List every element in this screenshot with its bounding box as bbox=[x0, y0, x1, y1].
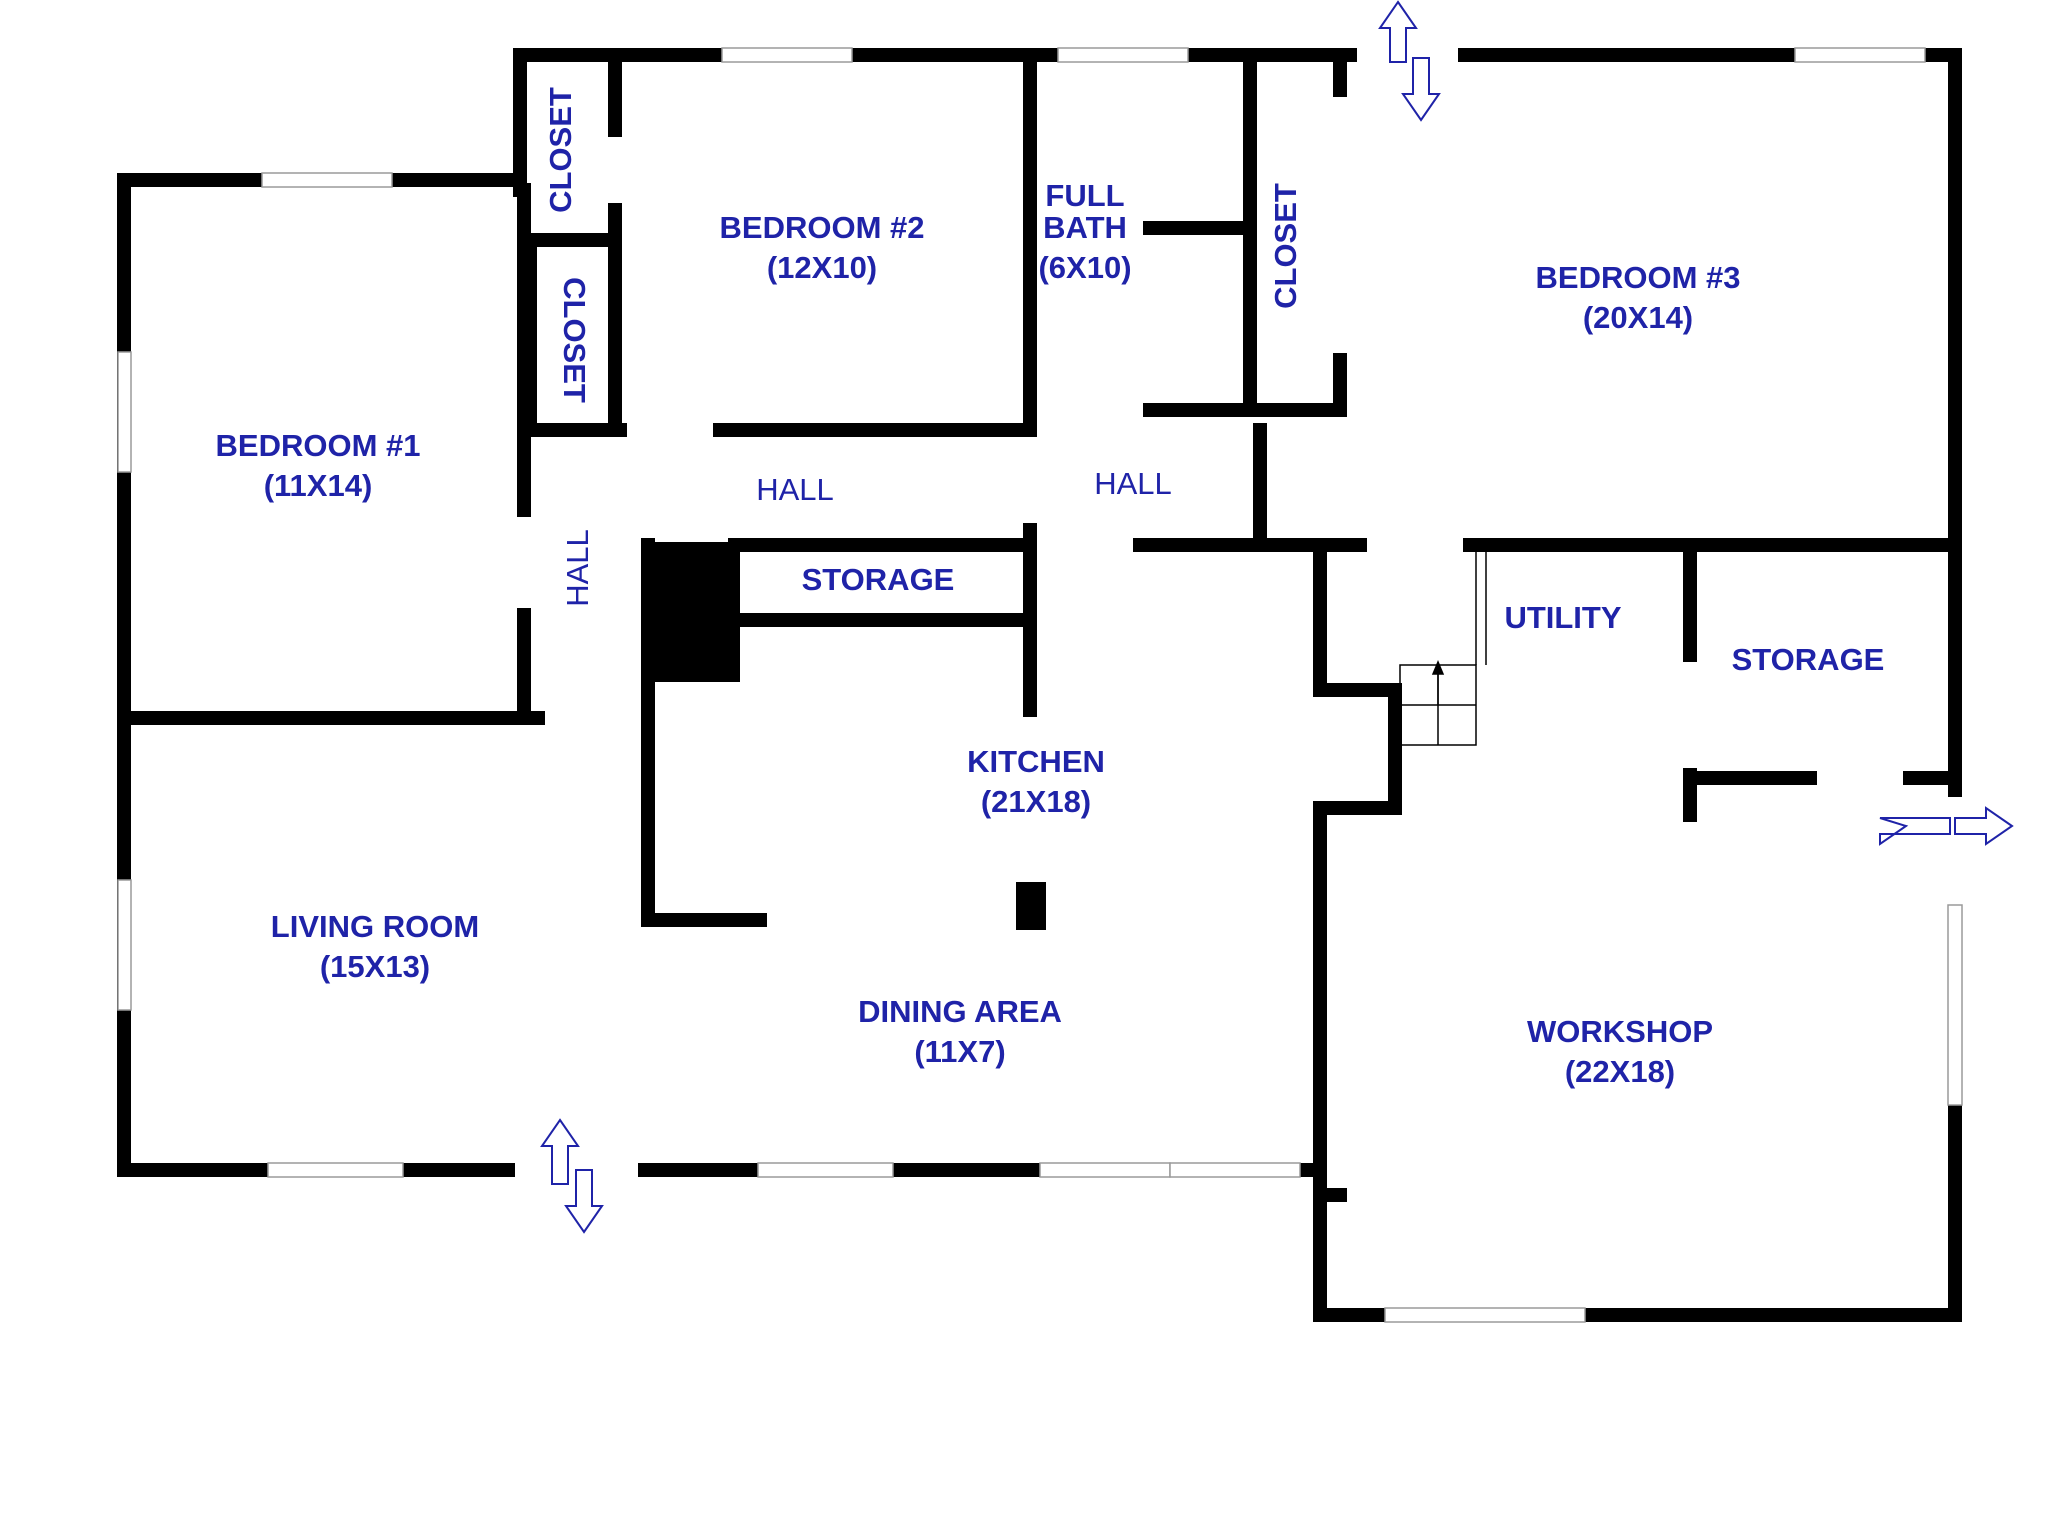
closet-top-label: CLOSET bbox=[543, 87, 578, 213]
hall-left-label: HALL bbox=[560, 529, 595, 607]
hall-right-label: HALL bbox=[1094, 466, 1172, 501]
window bbox=[757, 1162, 894, 1178]
window bbox=[117, 879, 132, 1011]
bedroom2-size: (12X10) bbox=[767, 250, 877, 285]
window bbox=[117, 351, 132, 473]
window bbox=[721, 47, 853, 63]
full-bath-name-line1: FULL bbox=[1045, 178, 1124, 213]
bedroom3-size: (20X14) bbox=[1583, 300, 1693, 335]
bedroom2-name: BEDROOM #2 bbox=[720, 210, 925, 245]
windows bbox=[117, 47, 1963, 1323]
full-bath-name-line2: BATH bbox=[1043, 210, 1127, 245]
kitchen-size: (21X18) bbox=[981, 784, 1091, 819]
utility-label: UTILITY bbox=[1504, 600, 1621, 635]
living-room-size: (15X13) bbox=[320, 949, 430, 984]
entry-arrow-up-icon bbox=[1378, 0, 1418, 63]
window bbox=[1947, 904, 1963, 1106]
closet-right-label: CLOSET bbox=[1268, 183, 1303, 309]
window bbox=[1794, 47, 1926, 63]
window bbox=[1169, 1162, 1301, 1178]
front-arrow-down-icon bbox=[564, 1169, 604, 1234]
side-arrow-left-icon bbox=[1879, 817, 1951, 846]
kitchen-name: KITCHEN bbox=[967, 744, 1105, 779]
dining-area-size: (11X7) bbox=[914, 1034, 1005, 1069]
window bbox=[261, 172, 393, 188]
living-room-name: LIVING ROOM bbox=[271, 909, 479, 944]
walls bbox=[117, 48, 1962, 1322]
bedroom1-size: (11X14) bbox=[264, 468, 373, 503]
storage-right-label: STORAGE bbox=[1732, 642, 1885, 677]
front-arrow-up-icon bbox=[540, 1118, 580, 1185]
hall-center-label: HALL bbox=[756, 472, 834, 507]
entry-arrow-down-icon bbox=[1401, 57, 1441, 122]
column-block bbox=[1016, 882, 1046, 930]
stairs bbox=[1399, 552, 1487, 746]
door-arrows bbox=[540, 0, 2014, 1234]
full-bath-size: (6X10) bbox=[1038, 250, 1131, 285]
storage-center-label: STORAGE bbox=[802, 562, 955, 597]
workshop-size: (22X18) bbox=[1565, 1054, 1675, 1089]
closet-mid-label: CLOSET bbox=[557, 277, 592, 403]
side-arrow-right-icon bbox=[1954, 806, 2014, 846]
bedroom1-name: BEDROOM #1 bbox=[216, 428, 421, 463]
fireplace-block bbox=[648, 542, 740, 682]
window bbox=[1057, 47, 1189, 63]
window bbox=[267, 1162, 404, 1178]
workshop-name: WORKSHOP bbox=[1527, 1014, 1713, 1049]
bedroom3-name: BEDROOM #3 bbox=[1536, 260, 1741, 295]
dining-area-name: DINING AREA bbox=[858, 994, 1062, 1029]
window bbox=[1039, 1162, 1171, 1178]
window bbox=[1384, 1307, 1586, 1323]
